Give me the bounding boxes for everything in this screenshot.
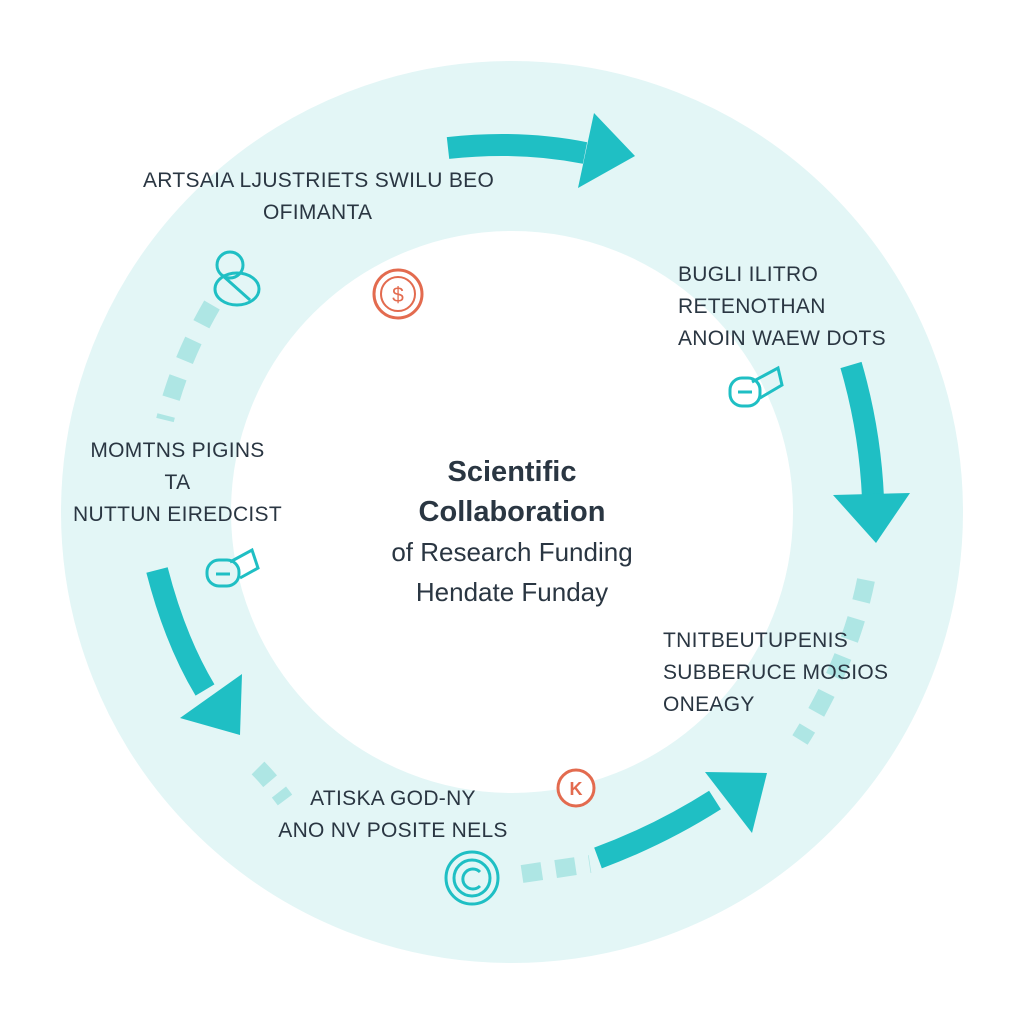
label-line: ANOIN WAEW DOTS (678, 327, 886, 350)
center-subtitle-line: Hendate Funday (415, 577, 609, 607)
label-line: OFIMANTA (263, 201, 373, 224)
label-line: ONEAGY (663, 693, 755, 716)
dashed-connector-left (156, 300, 220, 423)
svg-text:$: $ (392, 284, 404, 307)
person-icon (213, 250, 261, 307)
label-line: MOMTNS PIGINS (90, 439, 265, 462)
handshake-icon (728, 365, 784, 408)
arrow-right (833, 361, 910, 543)
label-line: TA (164, 471, 191, 494)
k-badge-label: K (570, 779, 583, 799)
label-line: ARTSAIA LJUSTRIETS SWILU BEO (143, 169, 495, 192)
k-badge-icon (556, 768, 596, 808)
collaboration-icon (205, 547, 260, 588)
cycle-coin-icon (444, 850, 500, 906)
label-line: RETENOTHAN (678, 295, 826, 318)
label-line: BUGLI ILITRO (678, 263, 819, 286)
label-line: ATISKA GOD-NY (310, 787, 476, 810)
label-line: TNITBEUTUPENIS (663, 629, 849, 652)
dashed-connector-right (792, 578, 875, 745)
label-left-mid: MOMTNS PIGINS TA NUTTUN EIREDCIST (70, 435, 285, 531)
dashed-connector-bottom (520, 855, 592, 883)
center-title-line: Collaboration (418, 496, 606, 528)
label-top-left: ARTSAIA LJUSTRIETS SWILU BEO OFIMANTA (143, 165, 494, 229)
label-line: NUTTUN EIREDCIST (73, 503, 282, 526)
dollar-coin-icon: $ (372, 268, 424, 320)
arrow-bottom (594, 772, 767, 869)
label-line: ANO NV POSITE NELS (278, 819, 508, 842)
label-bottom: ATISKA GOD-NY ANO NV POSITE NELS (268, 783, 518, 847)
arrow-left (146, 567, 242, 735)
center-subtitle-line: of Research Funding (391, 537, 633, 567)
label-line: SUBBERUCE MOSIOS (663, 661, 889, 684)
dashed-connector-bottom-left (251, 761, 293, 806)
label-right-top: BUGLI ILITRO RETENOTHAN ANOIN WAEW DOTS (678, 259, 886, 355)
arrow-top (446, 113, 635, 188)
center-title-block: Scientific Collaboration of Research Fun… (312, 452, 712, 612)
label-right-bottom: TNITBEUTUPENIS SUBBERUCE MOSIOS ONEAGY (663, 625, 888, 721)
center-title-line: Scientific (447, 456, 577, 488)
